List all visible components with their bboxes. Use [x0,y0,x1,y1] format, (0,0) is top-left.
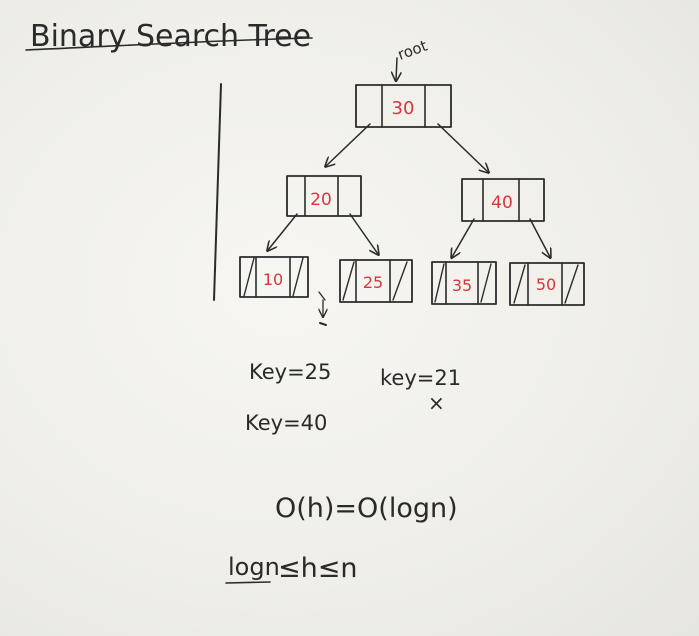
note-key-21: key=21 [380,366,461,390]
bound-inequality: ≤h≤n [278,553,357,584]
node-key: 40 [491,193,513,213]
bound-underline [225,581,271,584]
node-20: 20 [286,175,362,217]
pointer-dot [319,322,327,326]
note-key-25: Key=25 [249,360,331,384]
note-key-21-mark: × [428,391,445,415]
edge-40-35 [452,218,475,257]
note-key-40: Key=40 [245,411,327,435]
node-key: 10 [263,270,283,289]
node-35: 35 [431,261,497,305]
title: Binary Search Tree [30,19,311,54]
node-key: 30 [392,98,415,119]
edge-20-10 [268,213,298,250]
node-25: 25 [339,259,413,303]
edge-40-50 [529,218,550,257]
node-10: 10 [239,256,309,298]
edge-30-40 [437,123,488,172]
title-underline [25,37,313,51]
node-key: 35 [452,276,472,295]
edge-20-25 [349,213,378,254]
node-40: 40 [461,178,545,222]
node-key: 50 [536,275,556,294]
edge-30-20 [326,123,371,166]
node-50: 50 [509,262,585,306]
root-label: root [395,37,430,64]
node-key: 25 [363,273,383,292]
complexity-formula: O(h)=O(logn) [275,493,458,524]
divider-line [213,83,222,301]
bound-logn: logn [228,553,280,581]
node-key: 20 [310,190,332,210]
pointer-arrow [319,291,325,316]
node-30: 30 [355,84,452,128]
root-arrow [396,57,397,80]
